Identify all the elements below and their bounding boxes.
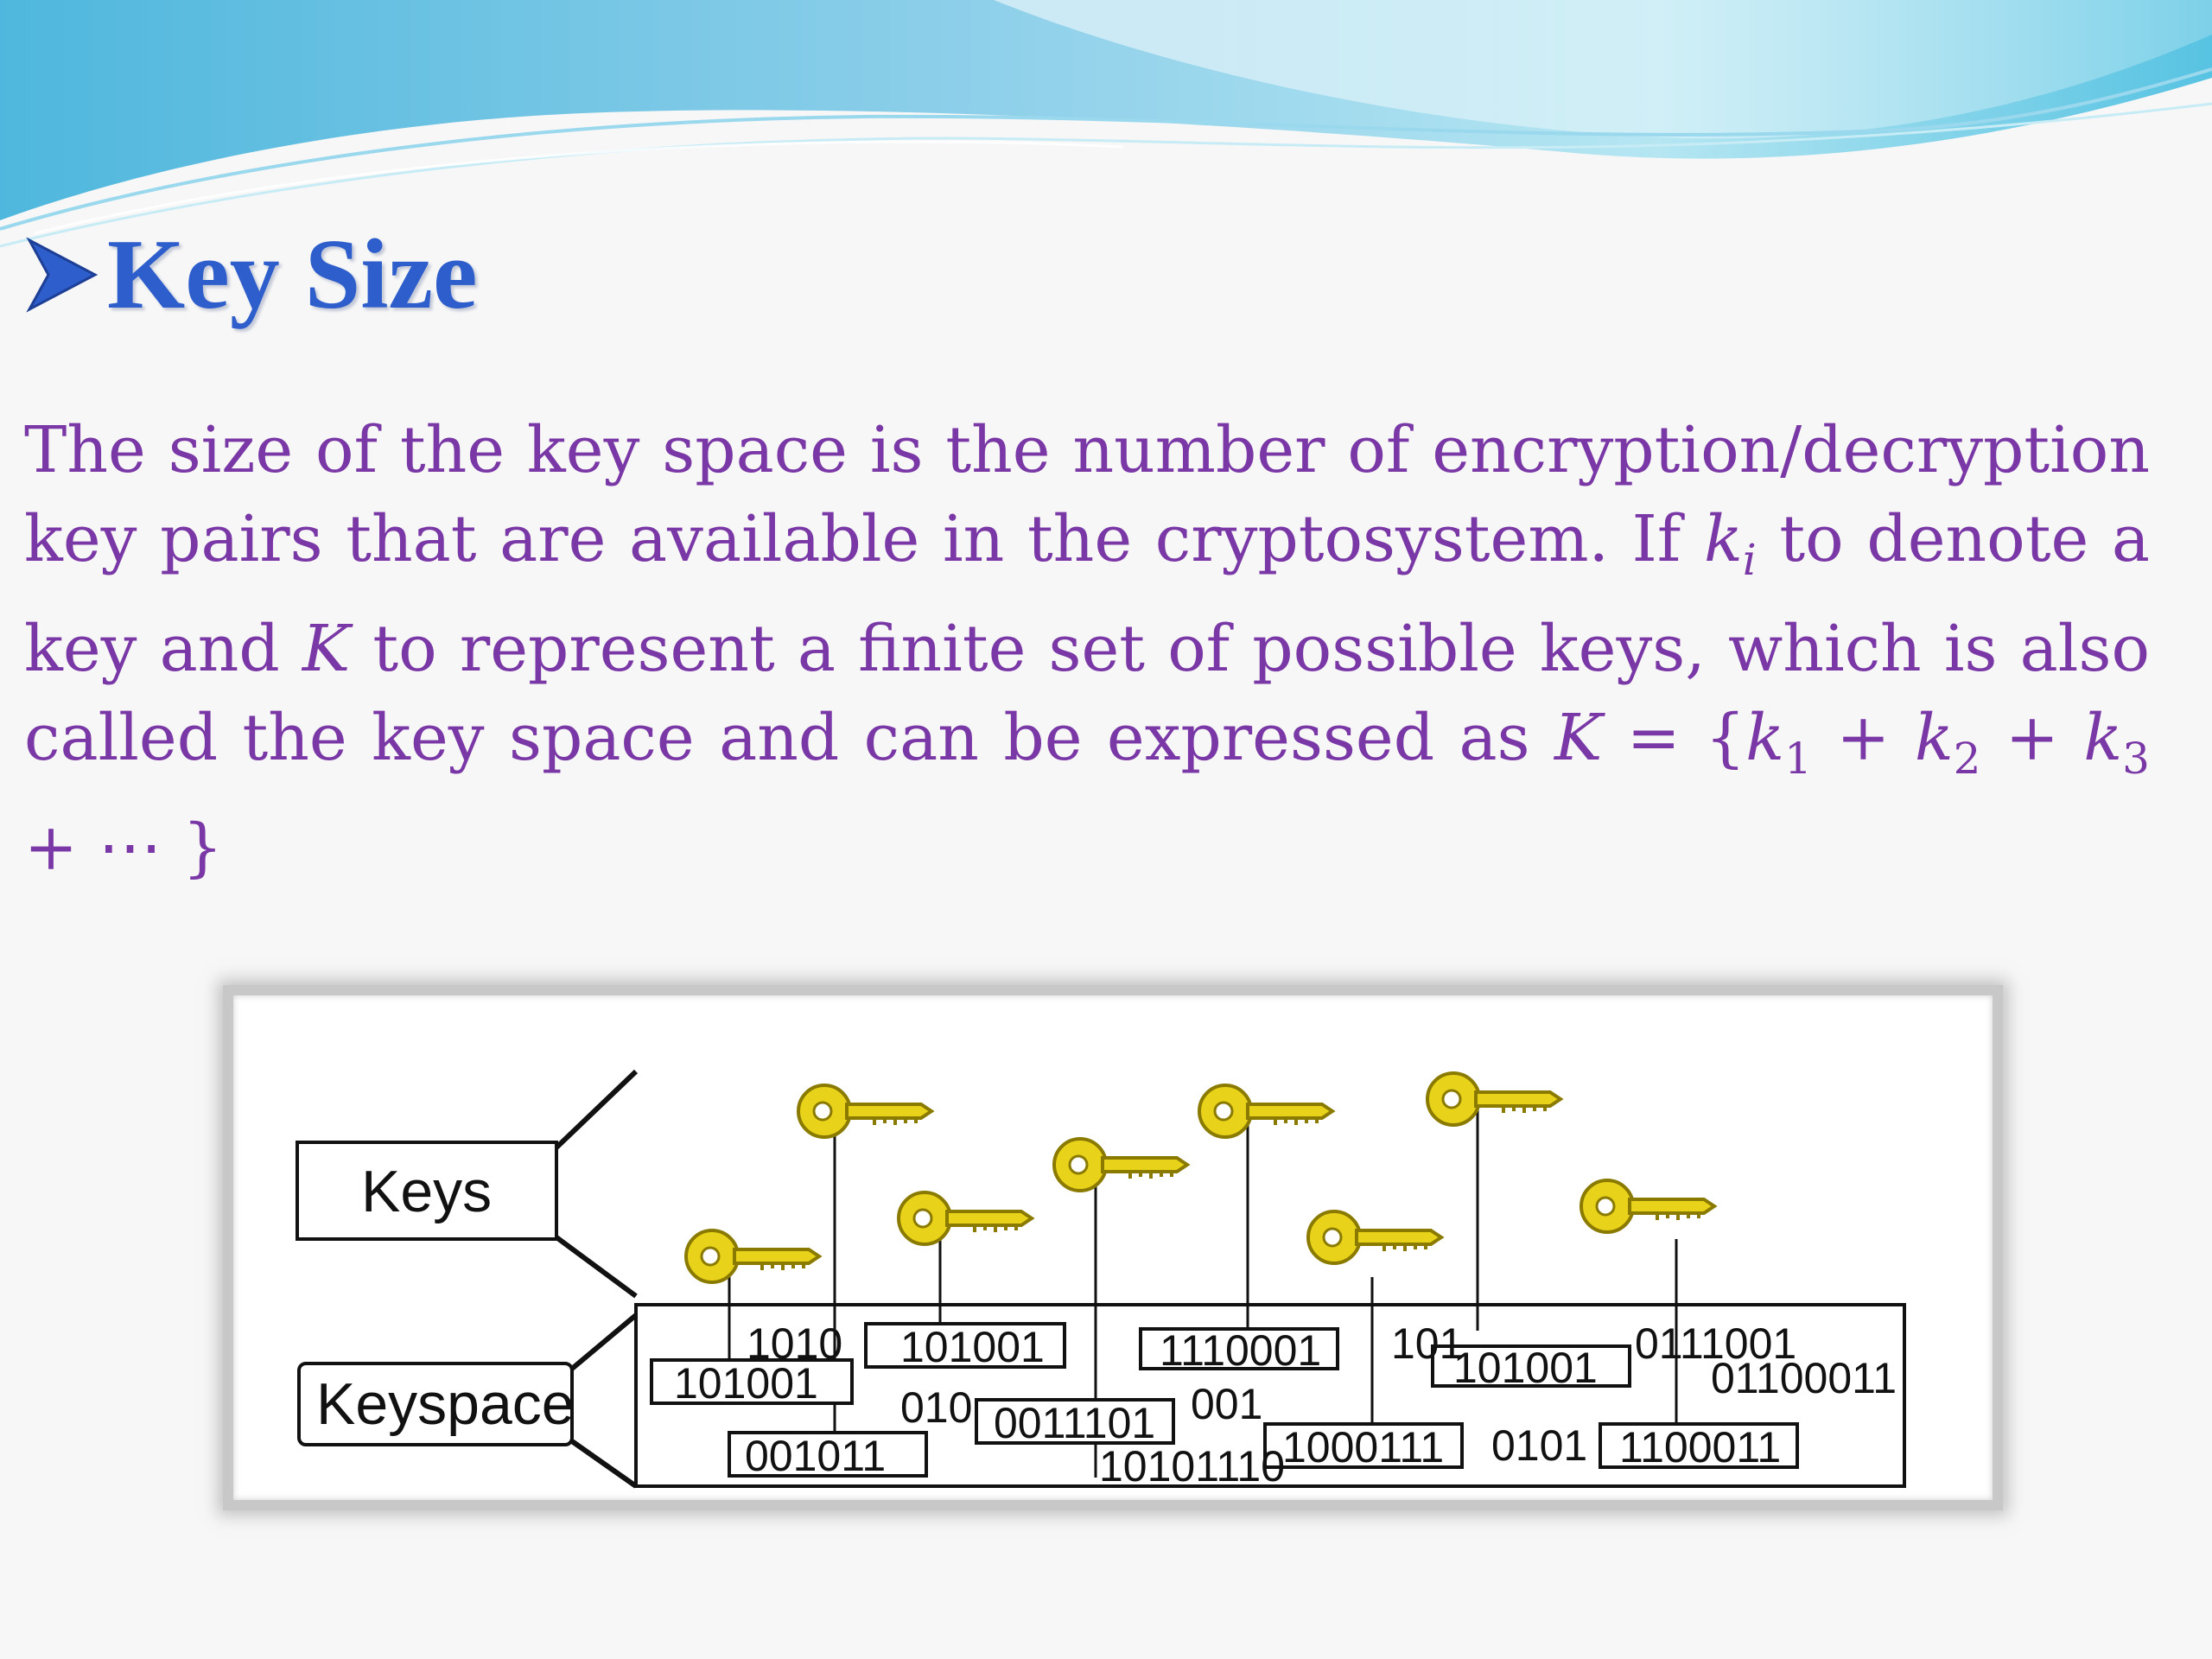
keys-bracket — [554, 1069, 639, 1299]
body-text-part-2: to denote a key and — [24, 502, 2150, 686]
keyspace-label: Keyspace — [316, 1371, 575, 1437]
arrowhead-bullet-icon — [26, 237, 99, 313]
value-boxes — [650, 1322, 1799, 1478]
key-icon — [1052, 1137, 1189, 1192]
keyspace-formula: K = {k1 + k2 + k3 + ⋯ } — [24, 701, 2150, 885]
body-text-part-1: The size of the key space is the number … — [24, 413, 2150, 576]
binary-value: 001 — [1191, 1380, 1262, 1428]
binary-value: 01100011 — [1711, 1354, 1897, 1402]
key-icon — [1198, 1084, 1334, 1139]
binary-value: 010 — [900, 1383, 972, 1432]
keys-label-box — [296, 1141, 558, 1241]
key-icon — [897, 1191, 1033, 1246]
slide-title-text: Key Size — [107, 219, 478, 330]
binary-value: 001011 — [745, 1432, 886, 1480]
key-icon — [1426, 1071, 1562, 1127]
keys-label: Keys — [361, 1159, 492, 1224]
binary-value: 1000111 — [1282, 1423, 1444, 1471]
loose-binary-values: 1010 010 001 10101110 101 0111001 011000… — [747, 1319, 1897, 1491]
slide-title: Key Size — [26, 214, 477, 335]
binary-value: 101001 — [900, 1323, 1045, 1371]
binary-value: 101001 — [1453, 1344, 1598, 1392]
binary-value: 1100011 — [1619, 1423, 1781, 1471]
key-icon — [684, 1229, 821, 1284]
binary-value: 1110001 — [1160, 1326, 1321, 1375]
math-K: K — [302, 612, 351, 686]
binary-value: 101 — [1391, 1319, 1463, 1368]
binary-value: 0111001 — [1635, 1319, 1796, 1368]
binary-value: 0011101 — [994, 1399, 1155, 1447]
key-stems — [728, 1101, 1678, 1478]
body-text-part-3: to represent a finite set of possible ke… — [24, 612, 2150, 775]
keyspace-diagram: Keys Keyspace 101001 101001 00101 — [296, 1069, 1906, 1491]
boxed-binary-values: 101001 101001 001011 1110001 0011101 101… — [674, 1323, 1781, 1480]
binary-value: 101001 — [674, 1359, 818, 1408]
binary-value: 0101 — [1491, 1421, 1587, 1470]
binary-value: 1010 — [747, 1319, 842, 1368]
key-icon — [1306, 1210, 1443, 1265]
key-icon — [797, 1084, 933, 1139]
keyspace-label-box — [297, 1362, 574, 1446]
math-k-i: ki — [1703, 502, 1757, 585]
body-paragraph: The size of the key space is the number … — [24, 406, 2150, 893]
binary-value: 10101110 — [1099, 1442, 1285, 1491]
key-icon — [1580, 1179, 1716, 1234]
header-wave-decoration — [0, 0, 2212, 248]
keyspace-bracket — [570, 1313, 638, 1489]
